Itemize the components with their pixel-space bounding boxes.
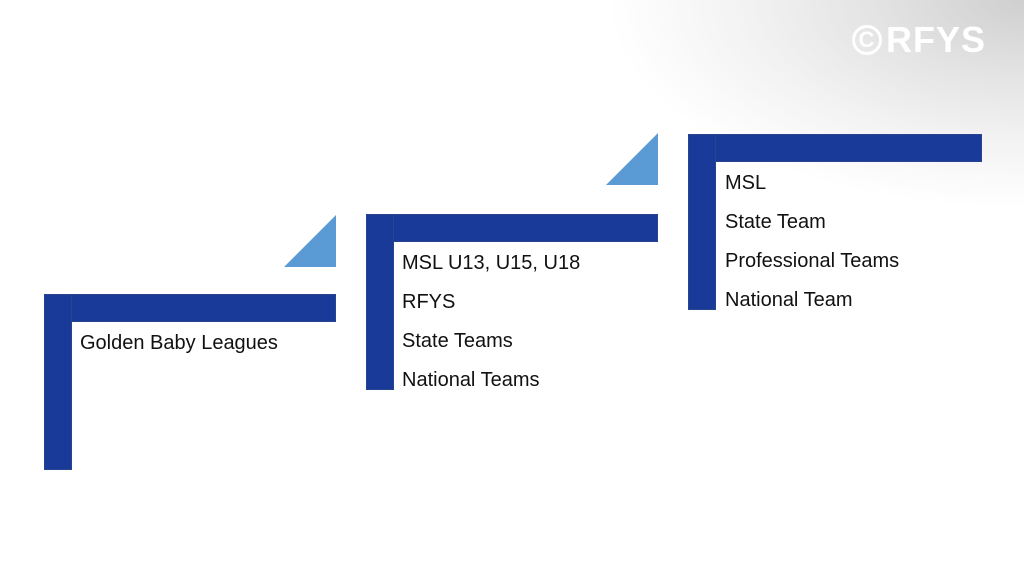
step-3-top-bar xyxy=(688,134,982,162)
step-2-item: MSL U13, U15, U18 xyxy=(402,252,581,274)
rfys-logo: C RFYS xyxy=(851,19,986,60)
logo-text: RFYS xyxy=(885,19,986,60)
step-2-arrow-triangle xyxy=(606,133,658,185)
step-3-item: Professional Teams xyxy=(725,250,900,272)
step-2-item: RFYS xyxy=(402,291,456,313)
step-2-top-bar xyxy=(366,214,658,242)
step-2: MSL U13, U15, U18 RFYS State Teams Natio… xyxy=(366,133,658,391)
step-2-side-bar xyxy=(366,214,394,390)
step-1-side-bar xyxy=(44,294,72,470)
step-3-item: National Team xyxy=(725,289,853,311)
step-1-arrow-triangle xyxy=(284,215,336,267)
step-1-top-bar xyxy=(44,294,336,322)
step-2-list: MSL U13, U15, U18 RFYS State Teams Natio… xyxy=(402,244,580,400)
step-3: MSL State Team Professional Teams Nation… xyxy=(688,134,982,311)
step-3-side-bar xyxy=(688,134,716,310)
step-2-item: State Teams xyxy=(402,330,513,352)
copyright-icon: C xyxy=(851,25,882,55)
step-1-item: Golden Baby Leagues xyxy=(80,332,278,354)
step-3-list: MSL State Team Professional Teams Nation… xyxy=(725,164,899,320)
step-2-item: National Teams xyxy=(402,369,540,391)
step-1-list: Golden Baby Leagues xyxy=(80,324,278,363)
step-3-item: State Team xyxy=(725,211,826,233)
step-1: Golden Baby Leagues xyxy=(44,215,336,470)
step-3-item: MSL xyxy=(725,172,767,194)
